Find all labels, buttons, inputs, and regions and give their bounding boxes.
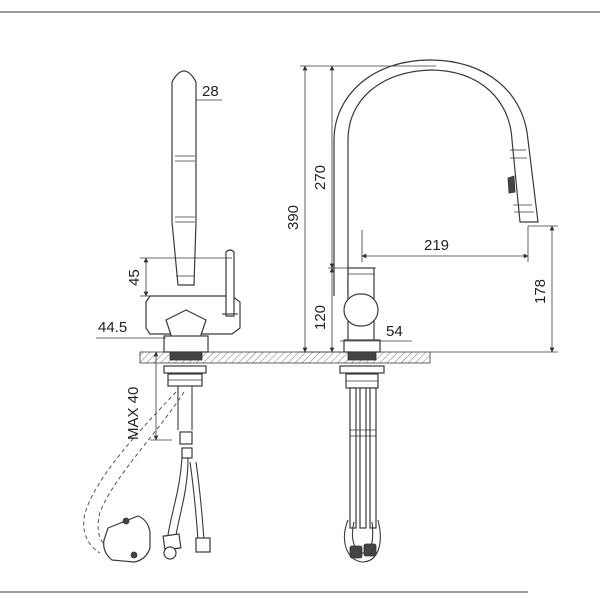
hose-end-right (195, 537, 211, 553)
front-view-handle (343, 293, 379, 327)
dim-label-54: 54 (386, 323, 403, 340)
front-view-gooseneck (333, 59, 539, 296)
front-view-washer (339, 365, 385, 374)
hose-end-left-nut (163, 546, 177, 560)
flex-hose-2 (195, 461, 205, 541)
side-view-washer (163, 365, 207, 374)
dim-label-45: 45 (126, 269, 143, 286)
hose-counterweight (103, 515, 151, 563)
front-view-hose-pipe-3 (369, 387, 377, 529)
flex-hose-1 (167, 457, 183, 536)
front-view-hose-loop (344, 519, 381, 563)
dim-label-390: 390 (285, 205, 302, 230)
side-view-handle (225, 249, 235, 317)
dim-label-120: 120 (312, 305, 329, 330)
pullout-hose-dashed-2 (97, 391, 185, 549)
body-valve-cap (165, 309, 207, 339)
counterweight-bolt-2 (130, 551, 138, 559)
flex-hose-1b (175, 457, 189, 536)
front-view-hose-loop-inner (351, 521, 374, 554)
flex-hose-2b (189, 461, 199, 541)
front-view-hose-end-2 (363, 543, 377, 557)
front-view-hose-pipe-2 (359, 387, 367, 529)
dim-label-max40: MAX 40 (125, 387, 142, 440)
side-view: 28 45 44.5 MAX 40 (83, 70, 241, 563)
pullout-hose-dashed (83, 391, 177, 554)
front-view-hose-pipe-1 (349, 387, 357, 529)
hose-connector-2 (181, 447, 193, 459)
dim-label-44-5: 44.5 (98, 319, 127, 336)
dim-label-28: 28 (202, 83, 219, 100)
spray-head-button (507, 175, 516, 194)
front-view-base (343, 339, 381, 353)
side-view-nut-top (169, 351, 203, 361)
dim-label-219: 219 (424, 237, 449, 254)
dim-label-178: 178 (532, 279, 549, 304)
dim-label-270: 270 (312, 165, 329, 190)
hose-connector (179, 431, 193, 445)
side-view-spout (171, 70, 197, 286)
front-view-nut-top (347, 351, 377, 361)
counterweight-bolt (122, 517, 130, 525)
front-view-hose-end-1 (349, 545, 363, 559)
countertop (139, 351, 431, 364)
side-view-base (163, 335, 209, 353)
front-view: 390 270 120 219 178 54 (285, 59, 558, 563)
